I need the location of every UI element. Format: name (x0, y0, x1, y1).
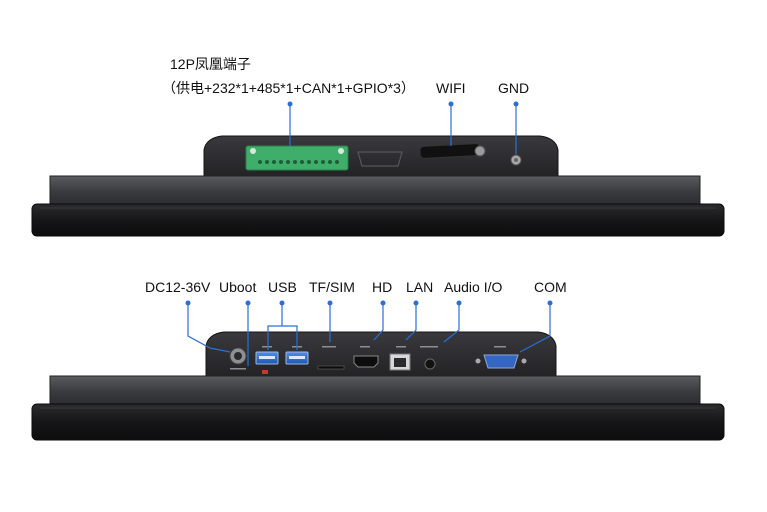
top-front-bezel (31, 203, 725, 237)
com-port (475, 354, 527, 369)
uboot-button (262, 370, 268, 374)
terminal-block-description: （供电+232*1+485*1+CAN*1+GPIO*3） (162, 80, 415, 96)
gnd-label: GND (498, 80, 530, 96)
bottom-panel (31, 300, 725, 441)
top-back-strip (49, 175, 701, 207)
blank-port-cover (357, 151, 403, 167)
com-label: COM (534, 279, 567, 295)
terminal-block (245, 145, 349, 171)
dc-power-label: DC12-36V (145, 279, 211, 295)
hd-label: HD (372, 279, 393, 295)
tf-sim-label: TF/SIM (309, 279, 355, 295)
bottom-io-plate (205, 331, 557, 377)
audio-io-label: Audio I/O (444, 279, 503, 295)
usb-label: USB (268, 279, 297, 295)
wifi-label: WIFI (436, 80, 466, 96)
uboot-label: Uboot (219, 279, 257, 295)
bottom-back-strip (49, 375, 701, 407)
wifi-antenna (419, 143, 486, 159)
hdmi-port (353, 355, 379, 368)
bottom-front-bezel (31, 403, 725, 441)
usb-ports (255, 351, 309, 365)
audio-jack (424, 358, 436, 370)
tf-sim-slot (317, 365, 345, 370)
top-panel (31, 101, 725, 237)
dc-jack (229, 347, 247, 365)
lan-label: LAN (406, 279, 434, 295)
terminal-block-label: 12P凤凰端子 (170, 56, 251, 72)
gnd-screw (510, 154, 522, 166)
